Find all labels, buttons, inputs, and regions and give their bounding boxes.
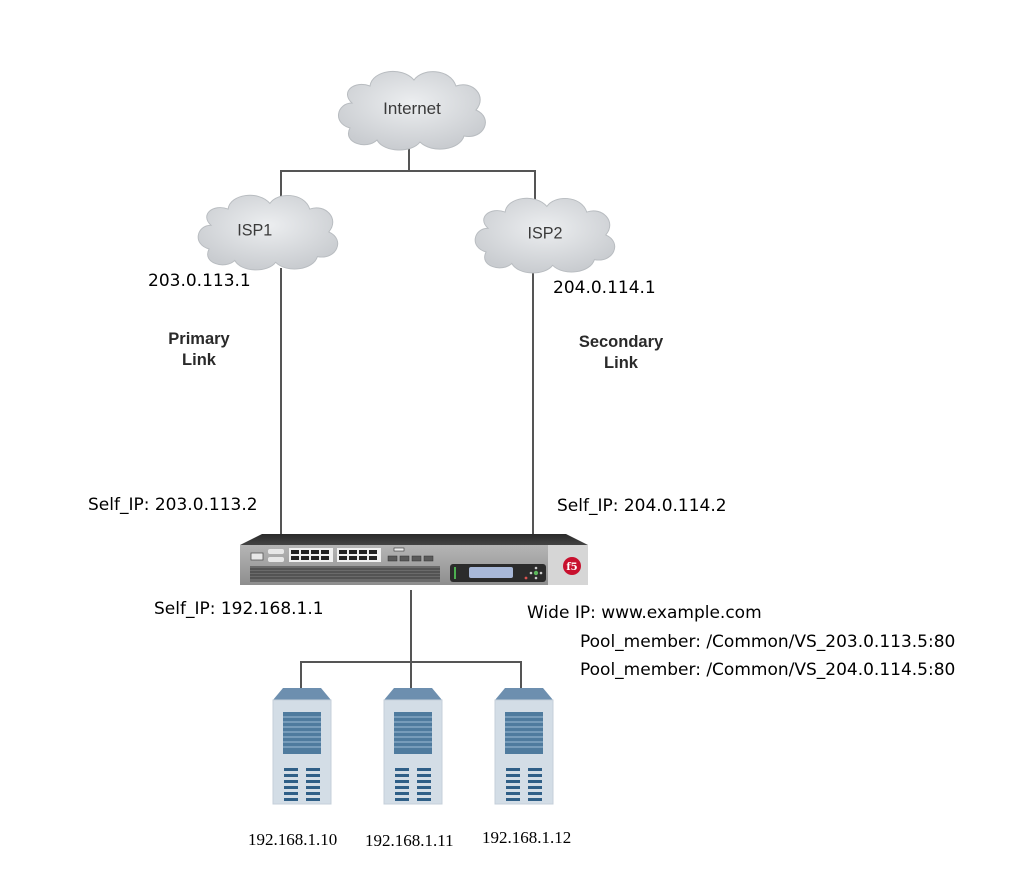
server-icon: [494, 687, 554, 805]
secondary-link-label-line2: Link: [604, 354, 639, 372]
f5-logo-icon: f5: [563, 557, 581, 575]
self-ip-internal: Self_IP: 192.168.1.1: [154, 599, 324, 619]
server-1: [272, 687, 332, 805]
primary-link-label-line1: Primary: [168, 330, 230, 348]
isp1-gateway-ip: 203.0.113.1: [148, 271, 251, 291]
f5-bigip-device: f5: [240, 534, 588, 585]
pool-member-2: Pool_member: /Common/VS_204.0.114.5:80: [580, 660, 955, 680]
self-ip-isp2: Self_IP: 204.0.114.2: [557, 496, 727, 516]
self-ip-isp1: Self_IP: 203.0.113.2: [88, 495, 258, 515]
svg-text:f5: f5: [566, 562, 577, 573]
server-2-ip: 192.168.1.11: [365, 831, 454, 850]
server-2: [383, 687, 443, 805]
server-3: [494, 687, 554, 805]
server-1-ip: 192.168.1.10: [248, 830, 337, 849]
cloud-isp1: ISP1: [197, 194, 339, 271]
server-icon: [383, 687, 443, 805]
server-icon: [272, 687, 332, 805]
cloud-isp2-label: ISP2: [528, 225, 563, 243]
primary-link-label-line2: Link: [182, 351, 217, 369]
wide-ip-label: Wide IP: www.example.com: [527, 603, 762, 623]
server-3-ip: 192.168.1.12: [482, 828, 571, 847]
cloud-isp2: ISP2: [474, 197, 616, 274]
secondary-link-label-line1: Secondary: [579, 333, 664, 351]
cloud-isp1-label: ISP1: [237, 222, 272, 240]
wires: [280, 148, 536, 688]
wire-internet-to-isps: [280, 170, 536, 200]
cloud-internet-label: Internet: [383, 99, 441, 118]
pool-member-1: Pool_member: /Common/VS_203.0.113.5:80: [580, 632, 955, 652]
isp2-gateway-ip: 204.0.114.1: [553, 278, 656, 298]
cloud-internet: Internet: [337, 70, 486, 151]
